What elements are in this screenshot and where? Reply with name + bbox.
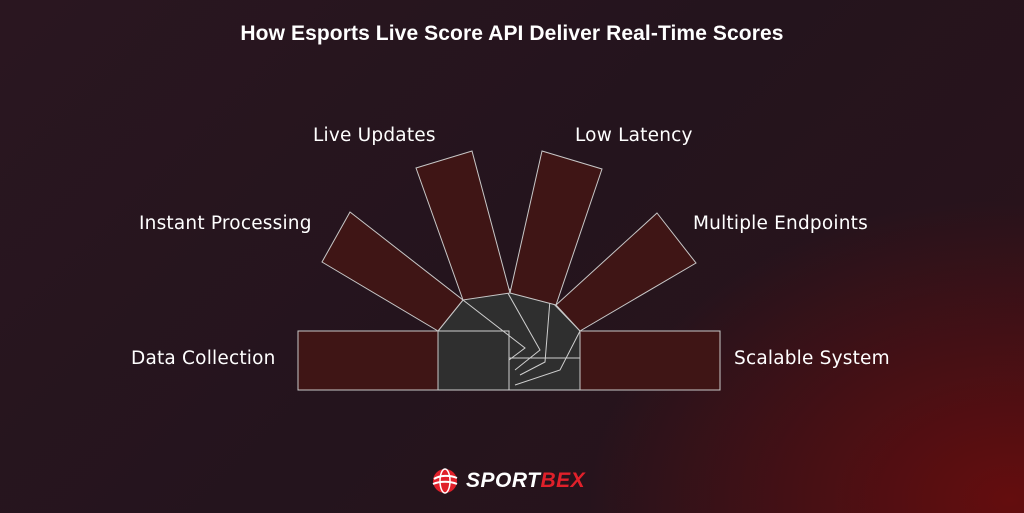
- sportbex-ball-icon: [432, 468, 458, 494]
- label-data-collection: Data Collection: [131, 348, 276, 369]
- label-multiple-endpoints: Multiple Endpoints: [693, 213, 868, 234]
- sportbex-logo: SPORTBEX: [430, 466, 585, 496]
- label-scalable-system: Scalable System: [734, 348, 890, 369]
- hub-spiral: [438, 287, 581, 390]
- bar-instant-processing: [321, 211, 464, 332]
- label-instant-processing: Instant Processing: [139, 213, 312, 234]
- bar-scalable-system: [579, 330, 721, 391]
- label-low-latency: Low Latency: [575, 125, 693, 146]
- logo-wordmark: SPORTBEX: [466, 469, 586, 492]
- page-title: How Esports Live Score API Deliver Real-…: [240, 22, 784, 45]
- label-live-updates: Live Updates: [313, 125, 436, 146]
- bar-data-collection: [297, 330, 439, 391]
